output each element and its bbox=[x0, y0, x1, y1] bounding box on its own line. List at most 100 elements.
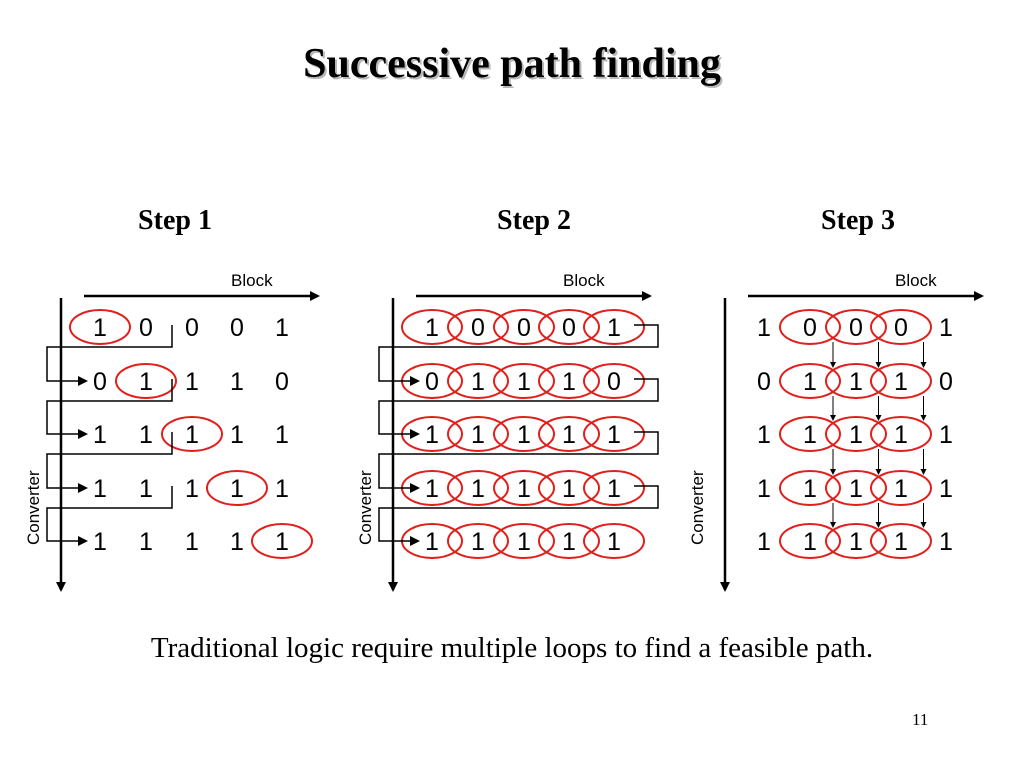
highlight-ellipse bbox=[538, 416, 600, 452]
matrix-digit: 1 bbox=[803, 528, 817, 556]
matrix-digit: 1 bbox=[803, 421, 817, 449]
matrix-digit: 0 bbox=[939, 368, 953, 396]
matrix-digit: 1 bbox=[562, 421, 576, 449]
matrix-digit: 0 bbox=[849, 314, 863, 342]
matrix-digit: 0 bbox=[185, 314, 199, 342]
highlight-ellipse bbox=[583, 309, 645, 345]
matrix-digit: 1 bbox=[425, 528, 439, 556]
matrix-digit: 1 bbox=[139, 528, 153, 556]
highlight-ellipse bbox=[583, 470, 645, 506]
matrix-digit: 1 bbox=[894, 421, 908, 449]
row-connector-loop bbox=[46, 325, 173, 386]
matrix-digit: 1 bbox=[275, 475, 289, 503]
matrix-digit: 0 bbox=[607, 368, 621, 396]
block-axis-label: Block bbox=[563, 271, 605, 290]
matrix-digit: 1 bbox=[471, 421, 485, 449]
matrix-digit: 1 bbox=[849, 421, 863, 449]
matrix-digit: 1 bbox=[425, 421, 439, 449]
matrix-digit: 1 bbox=[93, 421, 107, 449]
matrix-digit: 1 bbox=[757, 421, 771, 449]
block-axis-label: Block bbox=[895, 271, 937, 290]
matrix-digit: 1 bbox=[185, 368, 199, 396]
matrix-digit: 1 bbox=[230, 421, 244, 449]
matrix-digit: 1 bbox=[849, 528, 863, 556]
converter-axis-label: Converter bbox=[24, 470, 43, 545]
highlight-ellipse bbox=[538, 363, 600, 399]
matrix-digit: 1 bbox=[230, 368, 244, 396]
matrix-digit: 0 bbox=[517, 314, 531, 342]
highlight-ellipse bbox=[69, 309, 131, 345]
highlight-ellipse bbox=[447, 470, 509, 506]
matrix-digit: 1 bbox=[849, 368, 863, 396]
matrix-digit: 1 bbox=[93, 314, 107, 342]
highlight-ellipse bbox=[447, 309, 509, 345]
row-connector-loop bbox=[46, 379, 173, 439]
highlight-ellipse bbox=[779, 470, 841, 506]
matrix-digit: 1 bbox=[517, 475, 531, 503]
matrix-digit: 1 bbox=[139, 475, 153, 503]
matrix-digit: 1 bbox=[894, 368, 908, 396]
page-number: 11 bbox=[912, 710, 929, 729]
highlight-ellipse bbox=[870, 416, 932, 452]
highlight-ellipse bbox=[825, 309, 887, 345]
matrix-digit: 1 bbox=[517, 421, 531, 449]
row-connector-loop bbox=[46, 432, 173, 493]
step-3-title: Step 3 bbox=[821, 205, 895, 236]
matrix-digit: 1 bbox=[939, 421, 953, 449]
row-connector-loop bbox=[378, 324, 659, 386]
matrix-digit: 1 bbox=[275, 314, 289, 342]
matrix-digit: 1 bbox=[607, 314, 621, 342]
matrix-digit: 1 bbox=[185, 421, 199, 449]
row-connector-loop bbox=[378, 378, 659, 439]
matrix-digit: 1 bbox=[607, 475, 621, 503]
matrix-digit: 1 bbox=[185, 475, 199, 503]
highlight-ellipse bbox=[825, 470, 887, 506]
matrix-digit: 1 bbox=[562, 368, 576, 396]
step-1-title: Step 1 bbox=[138, 205, 212, 236]
matrix-digit: 0 bbox=[803, 314, 817, 342]
highlight-ellipse bbox=[870, 470, 932, 506]
matrix-digit: 1 bbox=[803, 475, 817, 503]
highlight-ellipse bbox=[538, 523, 600, 559]
highlight-ellipse bbox=[115, 363, 177, 399]
highlight-ellipse bbox=[870, 363, 932, 399]
matrix-digit: 1 bbox=[562, 528, 576, 556]
matrix-digit: 1 bbox=[185, 528, 199, 556]
matrix-digit: 1 bbox=[849, 475, 863, 503]
matrix-digit: 1 bbox=[517, 368, 531, 396]
matrix-digit: 0 bbox=[275, 368, 289, 396]
highlight-ellipse bbox=[493, 363, 555, 399]
slide-title: Successive path finding bbox=[303, 41, 721, 87]
highlight-ellipse bbox=[779, 363, 841, 399]
matrix-digit: 0 bbox=[757, 368, 771, 396]
highlight-ellipse bbox=[447, 363, 509, 399]
matrix-digit: 1 bbox=[757, 314, 771, 342]
matrix-digit: 1 bbox=[607, 528, 621, 556]
block-axis-label: Block bbox=[231, 271, 273, 290]
highlight-ellipse bbox=[825, 363, 887, 399]
matrix-digit: 1 bbox=[93, 475, 107, 503]
highlight-ellipse bbox=[493, 309, 555, 345]
matrix-digit: 1 bbox=[139, 368, 153, 396]
matrix-digit: 1 bbox=[230, 475, 244, 503]
matrix-digit: 1 bbox=[939, 528, 953, 556]
matrix-digit: 1 bbox=[803, 368, 817, 396]
highlight-ellipse bbox=[538, 309, 600, 345]
row-connector-loop bbox=[378, 431, 659, 493]
highlight-ellipse bbox=[206, 470, 268, 506]
highlight-ellipse bbox=[870, 309, 932, 345]
matrix-digit: 1 bbox=[425, 314, 439, 342]
highlight-ellipse bbox=[779, 523, 841, 559]
highlight-ellipse bbox=[447, 416, 509, 452]
matrix-digit: 0 bbox=[139, 314, 153, 342]
matrix-digit: 0 bbox=[93, 368, 107, 396]
highlight-ellipse bbox=[825, 523, 887, 559]
matrix-digit: 1 bbox=[757, 475, 771, 503]
row-connector-loop bbox=[378, 485, 659, 546]
caption: Traditional logic require multiple loops… bbox=[150, 632, 874, 664]
highlight-ellipse bbox=[493, 523, 555, 559]
